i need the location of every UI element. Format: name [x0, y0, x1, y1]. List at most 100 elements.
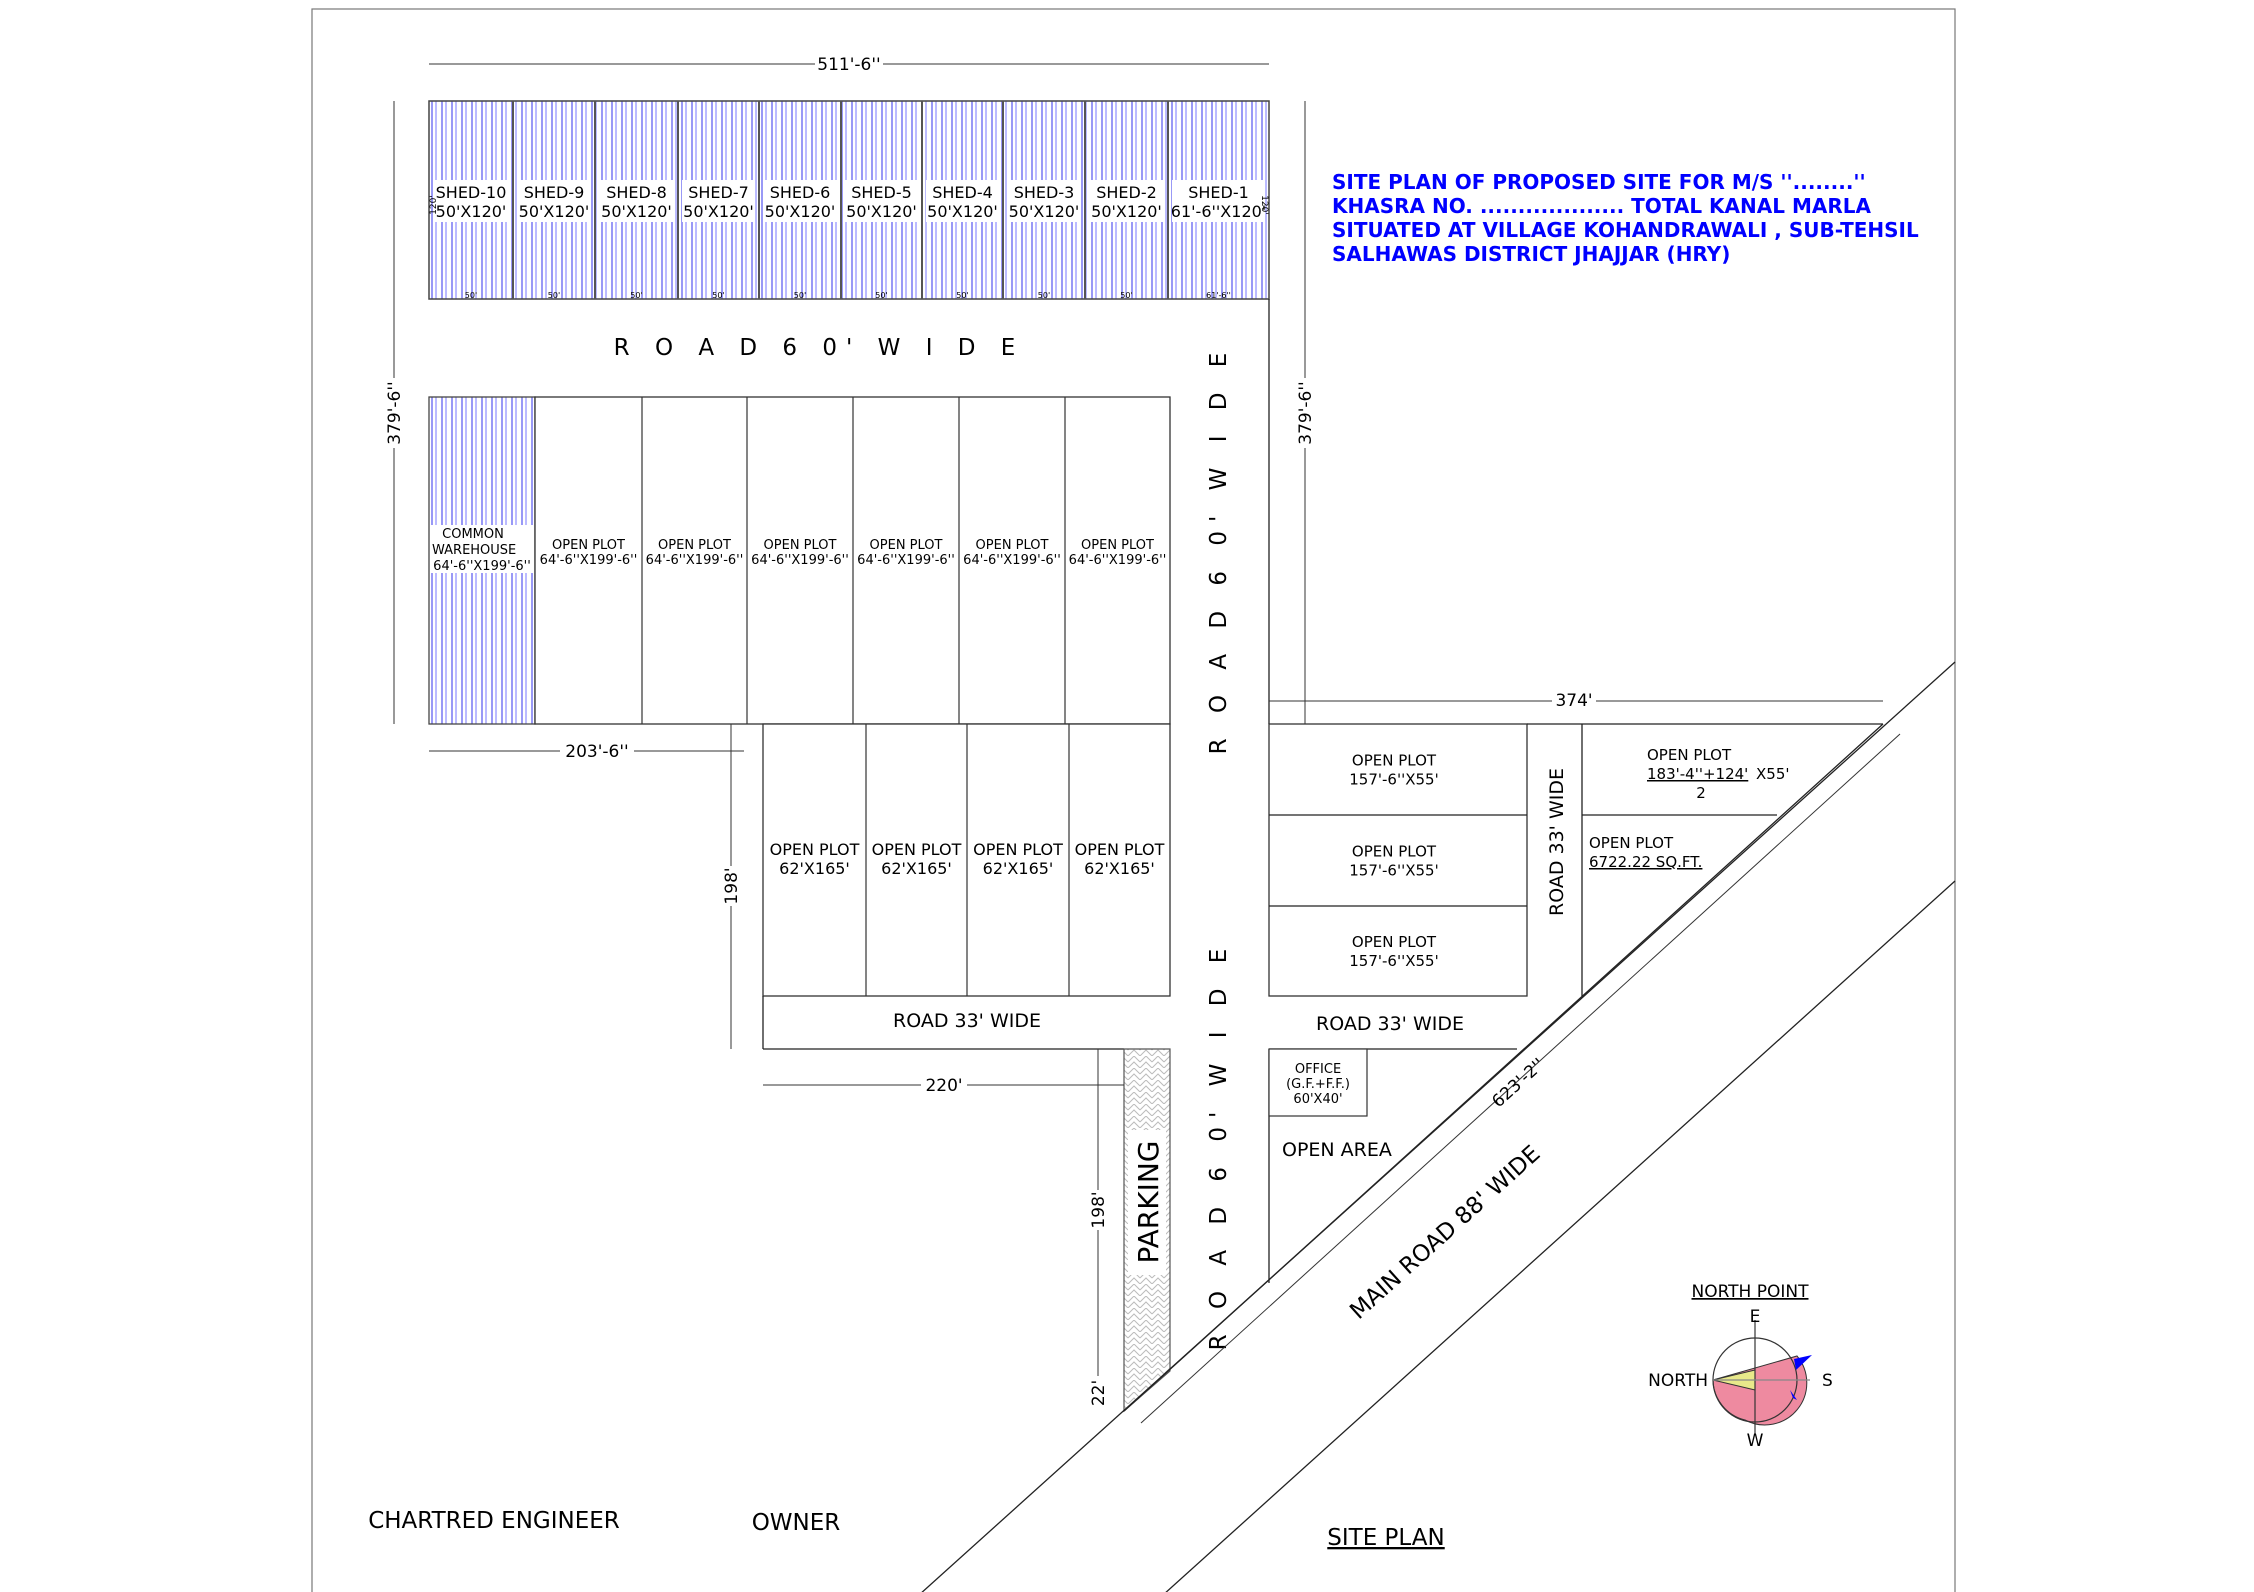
- corner-plot-top-suffix: X55': [1756, 765, 1790, 783]
- open-plot-size: 157'-6''X55': [1349, 862, 1438, 880]
- dim-top-width: 511'-6'': [817, 55, 880, 75]
- corner-plot-top-label: OPEN PLOT: [1647, 746, 1732, 764]
- office-floors: (G.F.+F.F.): [1286, 1077, 1350, 1092]
- sheet-border: [311, 8, 1956, 1592]
- shed-size: 50'X120': [927, 202, 998, 221]
- open-plot-size: 62'X165': [1084, 859, 1155, 878]
- corner-plot-top-denominator: 2: [1696, 784, 1706, 802]
- shed-label-bg: [1089, 180, 1164, 222]
- shed-label-bg: [1172, 180, 1265, 222]
- shed-size: 61'-6''X120': [1171, 202, 1266, 221]
- shed-name: SHED-8: [606, 183, 667, 202]
- dim-mid-height: 198': [722, 867, 742, 904]
- corner-plot-bottom-area: 6722.22 SQ.FT.: [1589, 853, 1702, 871]
- main-road-edge-2: [1165, 880, 1956, 1592]
- main-road-label: MAIN ROAD 88' WIDE: [1345, 1141, 1545, 1325]
- road-60-vertical-bottom-label: R O A D 6 0' W I D E: [1206, 940, 1232, 1351]
- dim-left-height: 379'-6'': [385, 381, 405, 444]
- road-60-horizontal-label: R O A D 6 0' W I D E: [614, 335, 1025, 361]
- open-plot-size: 64'-6''X199'-6'': [751, 553, 849, 568]
- shed-name: SHED-10: [436, 183, 507, 202]
- shed-size: 50'X120': [601, 202, 672, 221]
- open-plot-label: OPEN PLOT: [973, 840, 1063, 859]
- open-plot-label: OPEN PLOT: [770, 840, 860, 859]
- plot-row-block: COMMON WAREHOUSE 64'-6''X199'-6'' OPEN P…: [428, 396, 1171, 725]
- open-plot-label: OPEN PLOT: [1352, 752, 1437, 770]
- diagonal-dimension-label: 623'-2'': [1488, 1055, 1549, 1112]
- compass-north: NORTH: [1648, 1371, 1708, 1391]
- shed-width-dim: 50': [548, 291, 560, 300]
- compass-west: W: [1747, 1431, 1764, 1451]
- open-plot-size: 64'-6''X199'-6'': [963, 553, 1061, 568]
- title-line-1: SITE PLAN OF PROPOSED SITE FOR M/S ''...…: [1332, 170, 1866, 194]
- open-plot-size: 64'-6''X199'-6'': [1069, 553, 1167, 568]
- shed-width-dim: 50': [712, 291, 724, 300]
- north-point-title: NORTH POINT: [1692, 1282, 1810, 1302]
- shed-label-bg: [599, 180, 674, 222]
- open-plot-label: OPEN PLOT: [1075, 840, 1165, 859]
- shed-width-dim: 50': [875, 291, 887, 300]
- open-plot-size: 157'-6''X55': [1349, 771, 1438, 789]
- dim-right-height: 379'-6'': [1296, 381, 1316, 444]
- title-line-3: SITUATED AT VILLAGE KOHANDRAWALI , SUB-T…: [1332, 218, 1919, 242]
- shed-label-bg: [682, 180, 755, 222]
- office-size: 60'X40': [1293, 1092, 1342, 1107]
- road-33-right-label: ROAD 33' WIDE: [1316, 1013, 1464, 1035]
- open-plot-label: OPEN PLOT: [1352, 933, 1437, 951]
- open-plot-label: OPEN PLOT: [976, 538, 1049, 553]
- shed-width-dim: 50': [1038, 291, 1050, 300]
- road-60-vertical-top-label: R O A D 6 0' W I D E: [1206, 344, 1232, 755]
- warehouse-label-2: WAREHOUSE: [432, 543, 516, 558]
- corner-plot-top-numerator: 183'-4''+124': [1647, 765, 1748, 783]
- shed-label-bg: [845, 180, 918, 222]
- shed-label-bg: [517, 180, 591, 222]
- shed-size: 50'X120': [1091, 202, 1162, 221]
- corner-plot-bottom-label: OPEN PLOT: [1589, 834, 1674, 852]
- shed-size: 50'X120': [683, 202, 754, 221]
- dim-parking-height: 198': [1089, 1191, 1109, 1228]
- dim-right-width: 374': [1555, 691, 1592, 711]
- shed-width-dim: 50': [465, 291, 477, 300]
- shed-size: 50'X120': [846, 202, 917, 221]
- shed-size: 50'X120': [436, 202, 507, 221]
- warehouse-size: 64'-6''X199'-6'': [433, 559, 531, 574]
- office-building: OFFICE (G.F.+F.F.) 60'X40': [1268, 1048, 1368, 1117]
- title-line-2: KHASRA NO. ................... TOTAL KAN…: [1332, 194, 1871, 218]
- shed-width-dim: 50': [630, 291, 642, 300]
- shed-name: SHED-2: [1096, 183, 1157, 202]
- owner-label: OWNER: [752, 1510, 841, 1536]
- compass-east: E: [1750, 1307, 1761, 1327]
- open-plot-label: OPEN PLOT: [870, 538, 943, 553]
- drawing-title: SITE PLAN: [1327, 1525, 1444, 1551]
- dim-mid-width: 220': [925, 1076, 962, 1096]
- shed-label-bg: [433, 180, 509, 222]
- north-point-compass: NORTH POINT E NORTH S W: [1648, 1282, 1833, 1451]
- shed-label-bg: [763, 180, 837, 222]
- open-plot-size: 64'-6''X199'-6'': [540, 553, 638, 568]
- shed-depth-dim-right: 120': [1259, 195, 1269, 215]
- title-line-4: SALHAWAS DISTRICT JHAJJAR (HRY): [1332, 242, 1730, 266]
- dim-parking-extra: 22': [1089, 1380, 1109, 1406]
- shed-name: SHED-4: [932, 183, 993, 202]
- office-label: OFFICE: [1295, 1062, 1341, 1077]
- shed-name: SHED-1: [1188, 183, 1249, 202]
- shed-name: SHED-5: [851, 183, 912, 202]
- title-block: SITE PLAN OF PROPOSED SITE FOR M/S ''...…: [1332, 170, 1919, 266]
- road-33-vertical-label: ROAD 33' WIDE: [1546, 768, 1568, 916]
- road-33-mid-label: ROAD 33' WIDE: [893, 1010, 1041, 1032]
- shed-width-dim: 61'-6'': [1206, 291, 1231, 300]
- diagonal-dimension-line: [1140, 733, 1901, 1424]
- shed-block: SHED-1050'X120'50'SHED-950'X120'50'SHED-…: [428, 100, 1270, 300]
- shed-label-bg: [926, 180, 999, 222]
- shed-width-dim: 50': [956, 291, 968, 300]
- main-road-edge-1: [921, 661, 1956, 1592]
- shed-size: 50'X120': [1009, 202, 1080, 221]
- shed-size: 50'X120': [765, 202, 836, 221]
- open-plot-label: OPEN PLOT: [872, 840, 962, 859]
- shed-size: 50'X120': [519, 202, 590, 221]
- open-area-label: OPEN AREA: [1282, 1139, 1392, 1161]
- open-plot-size: 62'X165': [881, 859, 952, 878]
- open-plot-size: 157'-6''X55': [1349, 952, 1438, 970]
